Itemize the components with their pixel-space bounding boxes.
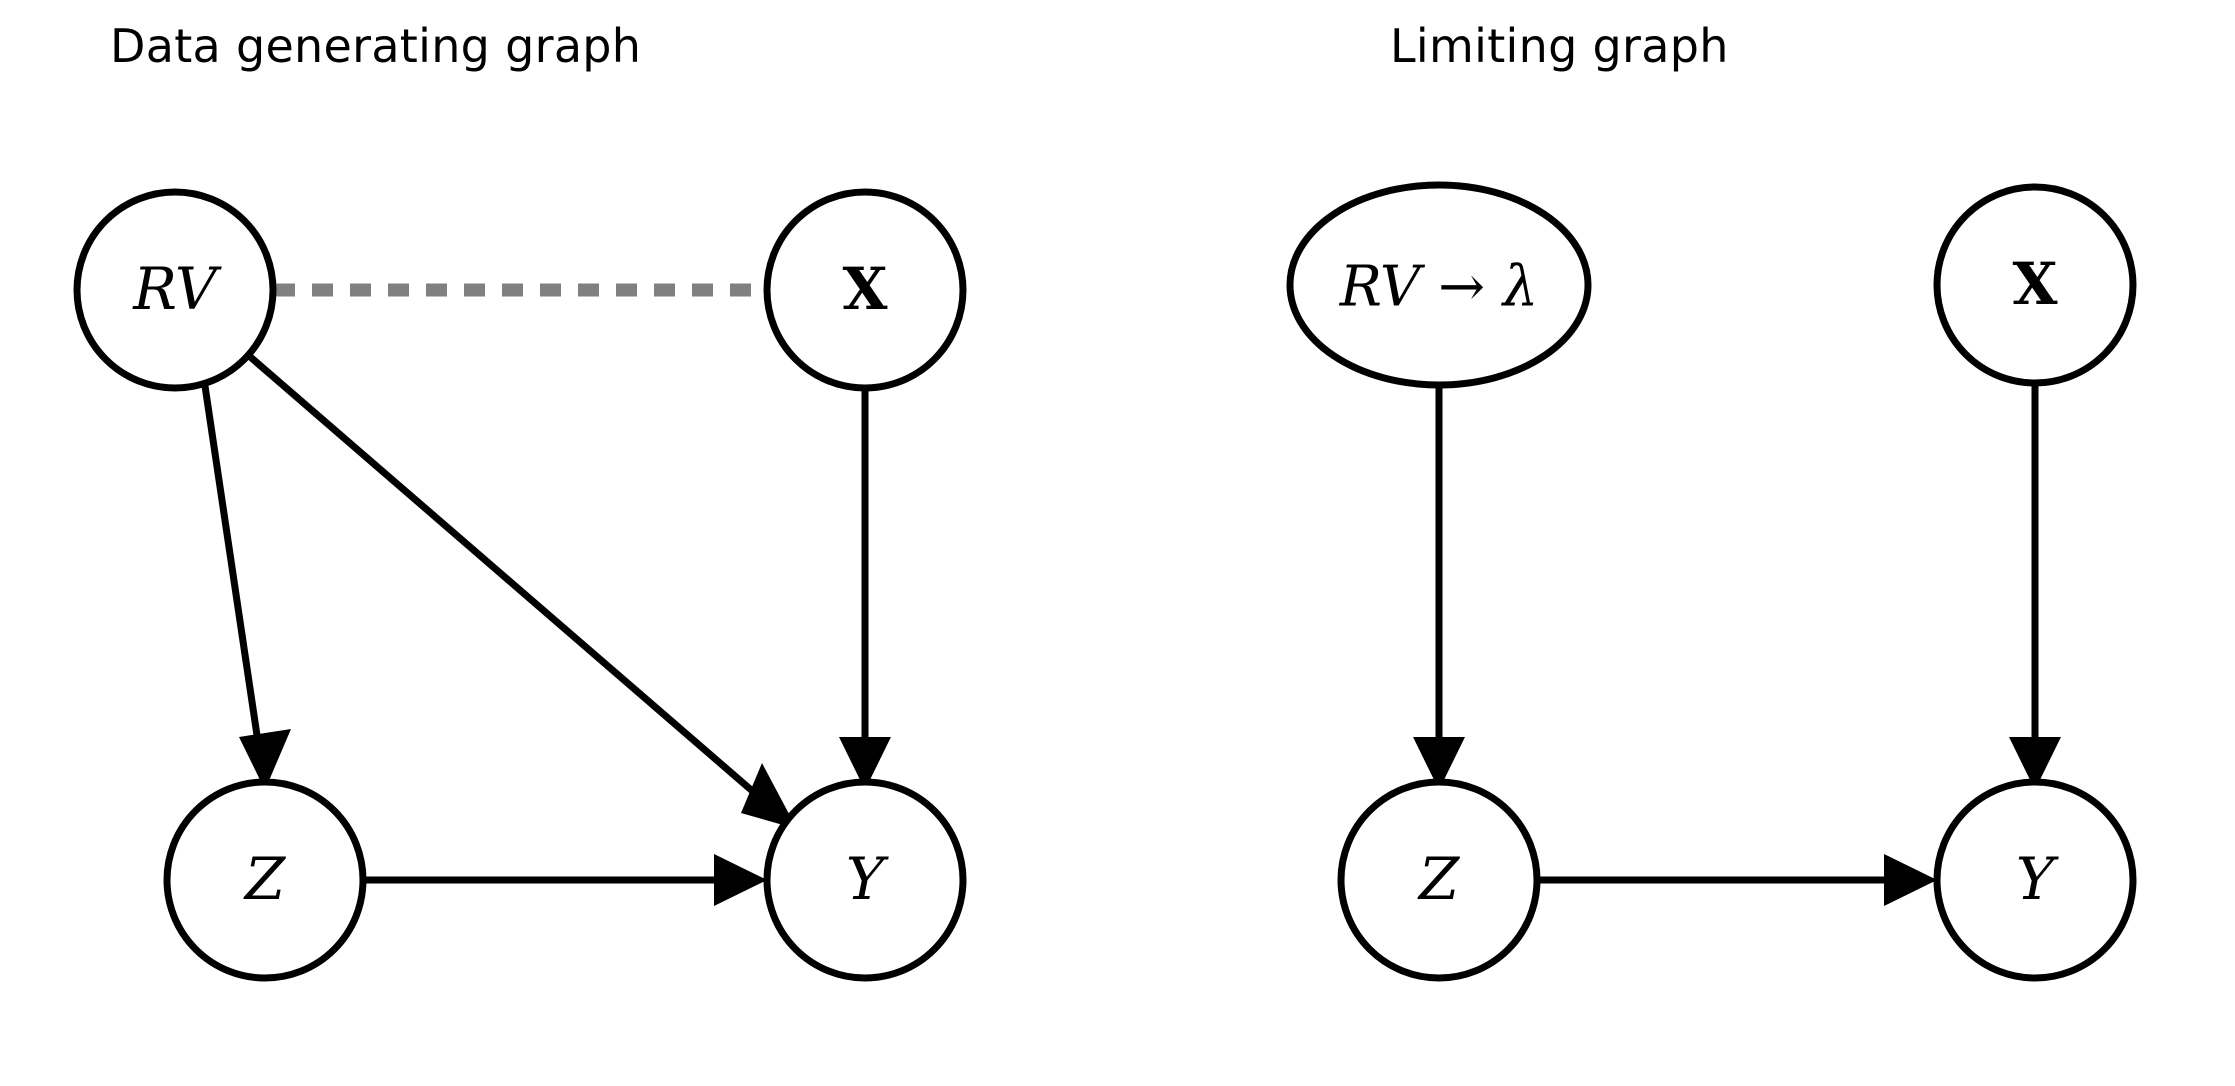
node-rv[interactable]: RV: [73, 188, 277, 392]
node-rv-circle[interactable]: [73, 188, 277, 392]
panel-title-limiting-graph: Limiting graph: [1390, 19, 1729, 73]
node-z-right[interactable]: Z: [1337, 778, 1541, 982]
edge-group-right: [1413, 383, 2061, 906]
node-x-label-left: X: [842, 255, 887, 323]
panel-title-data-generating-graph: Data generating graph: [110, 19, 641, 73]
node-x-left[interactable]: X: [763, 188, 967, 392]
node-x-label-right: X: [2012, 250, 2057, 318]
edge-x-y-arrowhead-left: [839, 737, 891, 790]
panel-data-generating-graph: Data generating graph: [73, 19, 967, 982]
edge-rv-y-arrowhead: [741, 763, 797, 829]
edge-z-y-arrowhead-right: [1884, 854, 1937, 906]
node-rv-lambda[interactable]: RV → λ: [1286, 181, 1592, 389]
node-y-right[interactable]: Y: [1933, 778, 2137, 982]
edge-rvlambda-z-arrowhead: [1413, 737, 1465, 790]
node-x-right[interactable]: X: [1933, 183, 2137, 387]
edge-z-y-arrowhead-left: [714, 854, 767, 906]
edge-rv-y-line: [245, 352, 760, 798]
node-y-circle-left[interactable]: [763, 778, 967, 982]
panel-limiting-graph: Limiting graph RV → λ X: [1286, 19, 2137, 982]
edge-rv-z-arrowhead: [239, 729, 291, 790]
node-z-circle-right[interactable]: [1337, 778, 1541, 982]
node-x-circle-left[interactable]: [763, 188, 967, 392]
node-y-label-left: Y: [846, 845, 889, 913]
node-rv-lambda-ellipse[interactable]: [1286, 181, 1592, 389]
node-rv-label: RV: [132, 255, 222, 323]
node-y-left[interactable]: Y: [763, 778, 967, 982]
node-z-circle-left[interactable]: [163, 778, 367, 982]
node-z-label-left: Z: [243, 845, 287, 913]
node-y-label-right: Y: [2016, 845, 2059, 913]
edge-rv-z-line: [201, 385, 262, 743]
node-y-circle-right[interactable]: [1933, 778, 2137, 982]
node-z-label-right: Z: [1417, 845, 1461, 913]
edge-group-left: [201, 283, 891, 906]
node-rv-lambda-label: RV → λ: [1339, 255, 1539, 320]
node-z-left[interactable]: Z: [163, 778, 367, 982]
node-x-circle-right[interactable]: [1933, 183, 2137, 387]
edge-x-y-arrowhead-right: [2009, 737, 2061, 790]
